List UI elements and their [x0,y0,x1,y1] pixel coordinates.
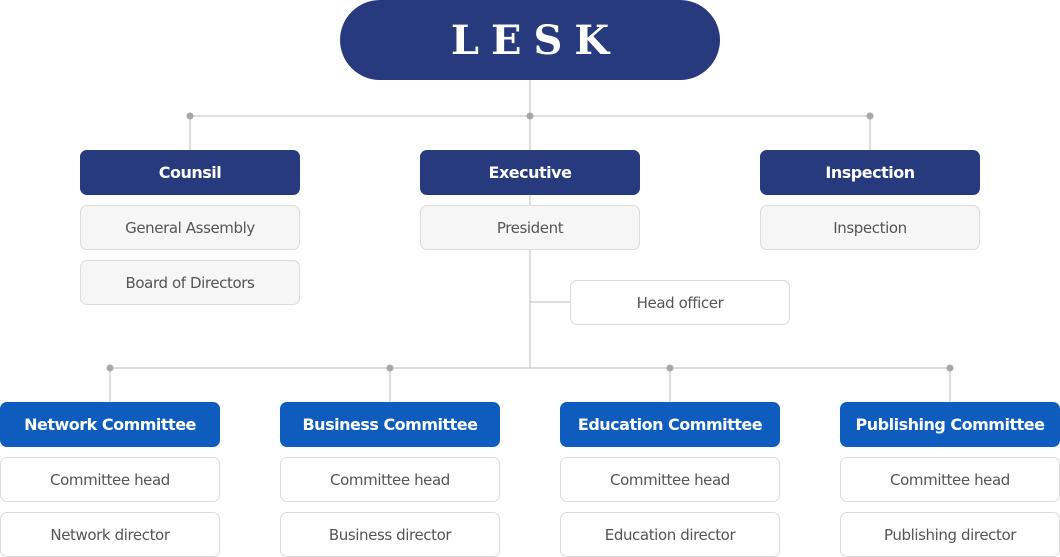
education-director-box: Education director [560,512,780,557]
education-committee-head-box: Committee head [560,457,780,502]
head-officer-box: Head officer [570,280,790,325]
root-node-lesk: LESK [340,0,720,80]
general-assembly-box: General Assembly [80,205,300,250]
board-of-directors-box: Board of Directors [80,260,300,305]
business-committee-header: Business Committee [280,402,500,447]
business-director-box: Business director [280,512,500,557]
inspection-box: Inspection [760,205,980,250]
president-box: President [420,205,640,250]
counsil-header: Counsil [80,150,300,195]
network-director-box: Network director [0,512,220,557]
education-committee-header: Education Committee [560,402,780,447]
executive-header: Executive [420,150,640,195]
inspection-header: Inspection [760,150,980,195]
network-committee-header: Network Committee [0,402,220,447]
publishing-director-box: Publishing director [840,512,1060,557]
business-committee-head-box: Committee head [280,457,500,502]
network-committee-head-box: Committee head [0,457,220,502]
publishing-committee-head-box: Committee head [840,457,1060,502]
publishing-committee-header: Publishing Committee [840,402,1060,447]
